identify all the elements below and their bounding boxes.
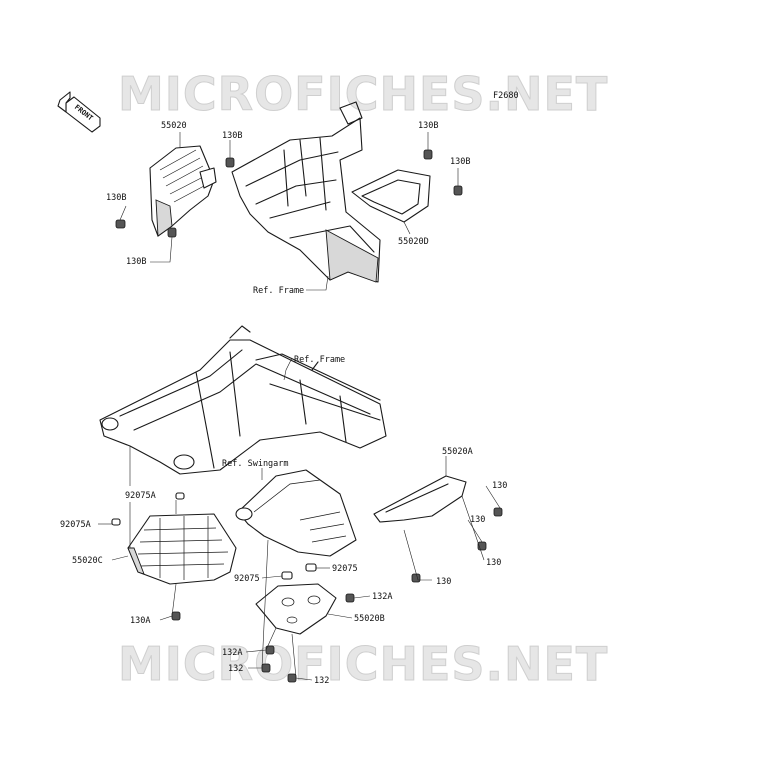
callout-92075-2: 92075 <box>332 564 358 574</box>
callout-132-2: 132 <box>314 676 329 686</box>
front-arrow-icon: FRONT <box>57 91 101 133</box>
callout-ref-frame-top: Ref. Frame <box>253 286 304 296</box>
callout-55020d: 55020D <box>398 237 429 247</box>
callout-ref-frame-bottom: Ref. Frame <box>294 355 345 365</box>
part-55020c-skid-plate <box>127 513 237 585</box>
callout-130-1: 130 <box>492 481 507 491</box>
callout-130a: 130A <box>130 616 150 626</box>
callout-92075-1: 92075 <box>234 574 260 584</box>
swingarm-reference <box>235 469 357 557</box>
callout-55020a: 55020A <box>442 447 473 457</box>
part-55020-front-guard <box>149 145 217 237</box>
callout-130b-4: 130B <box>418 121 438 131</box>
callout-130b-2: 130B <box>106 193 126 203</box>
grommet-92075-icon <box>111 492 317 580</box>
part-55020b-skid-plate <box>255 583 337 635</box>
top-frame-reference <box>231 101 381 283</box>
callout-130-3: 130 <box>486 558 501 568</box>
callout-130b-1: 130B <box>222 131 242 141</box>
callout-92075a-1: 92075A <box>125 491 156 501</box>
callout-ref-swingarm: Ref. Swingarm <box>222 459 289 469</box>
callout-130-4: 130 <box>436 577 451 587</box>
callout-132a-1: 132A <box>372 592 392 602</box>
part-55020a-guard <box>373 475 467 523</box>
callout-130b-5: 130B <box>450 157 470 167</box>
part-55020d-rear-guard <box>351 169 431 223</box>
callout-92075a-2: 92075A <box>60 520 91 530</box>
callout-132a-2: 132A <box>222 648 242 658</box>
figure-code: F2680 <box>493 91 519 101</box>
callout-130b-3: 130B <box>126 257 146 267</box>
callout-55020: 55020 <box>161 121 187 131</box>
bottom-frame-reference <box>99 325 387 475</box>
callout-132-1: 132 <box>228 664 243 674</box>
callout-55020c: 55020C <box>72 556 103 566</box>
callout-55020b: 55020B <box>354 614 385 624</box>
watermark-top: MICROFICHES.NET <box>118 67 608 121</box>
watermark-bottom: MICROFICHES.NET <box>118 637 608 691</box>
callout-130-2: 130 <box>470 515 485 525</box>
